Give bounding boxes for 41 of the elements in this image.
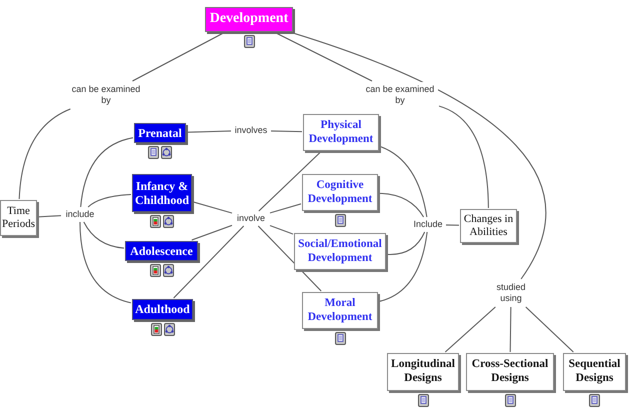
connector-line bbox=[192, 201, 232, 214]
connector-line bbox=[186, 130, 232, 133]
connector-line bbox=[80, 222, 132, 304]
connector-line bbox=[132, 32, 224, 82]
connector-line bbox=[292, 32, 546, 280]
concept-box: Longitudinal Designs bbox=[387, 353, 459, 391]
connector-line bbox=[380, 146, 428, 218]
connector-line bbox=[270, 225, 294, 235]
concept-box: Adulthood bbox=[132, 299, 193, 320]
concept-box: Prenatal bbox=[134, 123, 186, 143]
connector-line bbox=[386, 232, 426, 255]
connector-line bbox=[446, 224, 460, 226]
connector-line bbox=[510, 306, 512, 352]
connector-line bbox=[378, 232, 428, 302]
connector-line bbox=[438, 106, 489, 208]
concept-box: Development bbox=[205, 7, 293, 32]
connector-line bbox=[80, 137, 134, 208]
connector-line bbox=[525, 306, 574, 352]
connector-line bbox=[258, 226, 322, 292]
concept-box: Social/Emotional Development bbox=[294, 233, 386, 270]
connector-line bbox=[88, 194, 132, 208]
connector-line bbox=[276, 32, 372, 82]
connector-line bbox=[83, 222, 124, 249]
connector-line bbox=[18, 108, 71, 200]
concept-box: Changes in Abilities bbox=[460, 209, 517, 243]
concept-box: Physical Development bbox=[303, 114, 379, 151]
connector-line bbox=[38, 215, 62, 218]
concept-box: Cognitive Development bbox=[302, 174, 378, 211]
connector-line bbox=[173, 226, 244, 298]
concept-box: Time Periods bbox=[0, 200, 37, 236]
concept-box: Infancy & Childhood bbox=[132, 174, 192, 212]
connector-line bbox=[270, 130, 302, 132]
concept-box: Sequential Designs bbox=[563, 353, 626, 391]
concept-box: Moral Development bbox=[302, 292, 378, 329]
connector-line bbox=[444, 306, 496, 352]
concept-box: Cross-Sectional Designs bbox=[466, 353, 554, 391]
connector-line bbox=[378, 192, 424, 218]
concept-box: Adolescence bbox=[125, 241, 198, 261]
connector-line bbox=[191, 224, 232, 240]
connector-line bbox=[258, 152, 322, 212]
connector-line bbox=[270, 203, 302, 214]
